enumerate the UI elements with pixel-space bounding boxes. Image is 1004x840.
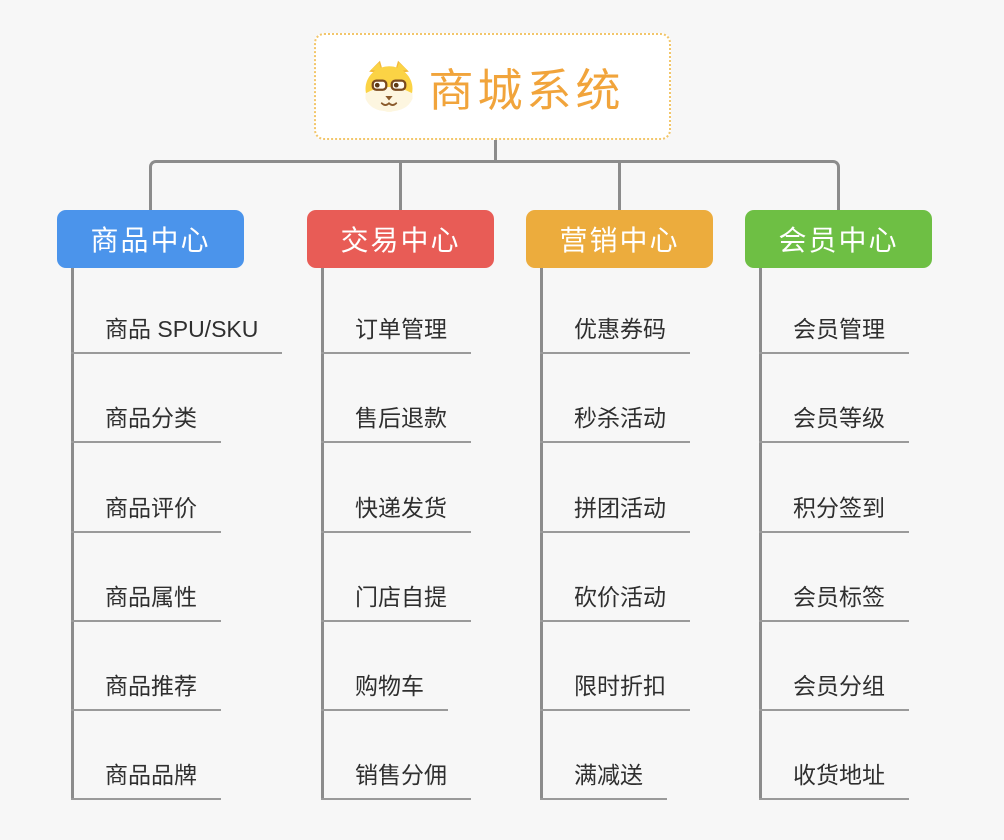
branch-label: 商品中心 xyxy=(90,225,211,256)
leaf-node[interactable]: 优惠券码 xyxy=(540,314,690,354)
leaf-node[interactable]: 商品推荐 xyxy=(71,671,221,711)
branch-node-trade[interactable]: 交易中心 xyxy=(307,210,494,268)
tree-connector-frame xyxy=(149,160,840,210)
branch-column-member: 会员管理 会员等级 积分签到 会员标签 会员分组 收货地址 xyxy=(759,268,999,808)
leaf-node[interactable]: 秒杀活动 xyxy=(540,403,690,443)
branch-spine xyxy=(540,268,543,800)
leaf-node[interactable]: 商品 SPU/SKU xyxy=(71,314,283,354)
tree-connector-drop xyxy=(618,160,621,210)
leaf-node[interactable]: 积分签到 xyxy=(759,493,909,533)
branch-column-marketing: 优惠券码 秒杀活动 拼团活动 砍价活动 限时折扣 满减送 xyxy=(540,268,780,808)
leaf-node[interactable]: 砍价活动 xyxy=(540,582,690,622)
branch-node-marketing[interactable]: 营销中心 xyxy=(526,210,713,268)
dog-face-icon xyxy=(360,59,418,115)
branch-spine xyxy=(321,268,324,800)
leaf-node[interactable]: 商品属性 xyxy=(71,582,221,622)
leaf-node[interactable]: 门店自提 xyxy=(321,582,471,622)
leaf-node[interactable]: 限时折扣 xyxy=(540,671,690,711)
leaf-node[interactable]: 商品分类 xyxy=(71,403,221,443)
leaf-node[interactable]: 售后退款 xyxy=(321,403,471,443)
leaf-node[interactable]: 会员分组 xyxy=(759,671,909,711)
root-title: 商城系统 xyxy=(428,65,625,116)
branch-node-product[interactable]: 商品中心 xyxy=(57,210,244,268)
tree-connector-drop xyxy=(399,160,402,210)
root-connector-line xyxy=(494,138,497,162)
branch-spine xyxy=(71,268,74,800)
branch-node-member[interactable]: 会员中心 xyxy=(745,210,932,268)
root-node[interactable]: 商城系统 xyxy=(314,33,671,140)
leaf-node[interactable]: 会员管理 xyxy=(759,314,909,354)
branch-column-trade: 订单管理 售后退款 快递发货 门店自提 购物车 销售分佣 xyxy=(321,268,561,808)
leaf-node[interactable]: 销售分佣 xyxy=(321,760,471,800)
branch-column-product: 商品 SPU/SKU 商品分类 商品评价 商品属性 商品推荐 商品品牌 xyxy=(71,268,311,808)
leaf-node[interactable]: 购物车 xyxy=(321,671,448,711)
leaf-node[interactable]: 订单管理 xyxy=(321,314,471,354)
branch-label: 会员中心 xyxy=(778,225,899,256)
leaf-node[interactable]: 收货地址 xyxy=(759,760,909,800)
leaf-node[interactable]: 满减送 xyxy=(540,760,667,800)
branch-label: 营销中心 xyxy=(559,225,680,256)
leaf-node[interactable]: 拼团活动 xyxy=(540,493,690,533)
leaf-node[interactable]: 商品评价 xyxy=(71,493,221,533)
branch-label: 交易中心 xyxy=(340,225,461,256)
branch-spine xyxy=(759,268,762,800)
leaf-node[interactable]: 会员等级 xyxy=(759,403,909,443)
leaf-node[interactable]: 快递发货 xyxy=(321,493,471,533)
leaf-node[interactable]: 商品品牌 xyxy=(71,760,221,800)
leaf-node[interactable]: 会员标签 xyxy=(759,582,909,622)
